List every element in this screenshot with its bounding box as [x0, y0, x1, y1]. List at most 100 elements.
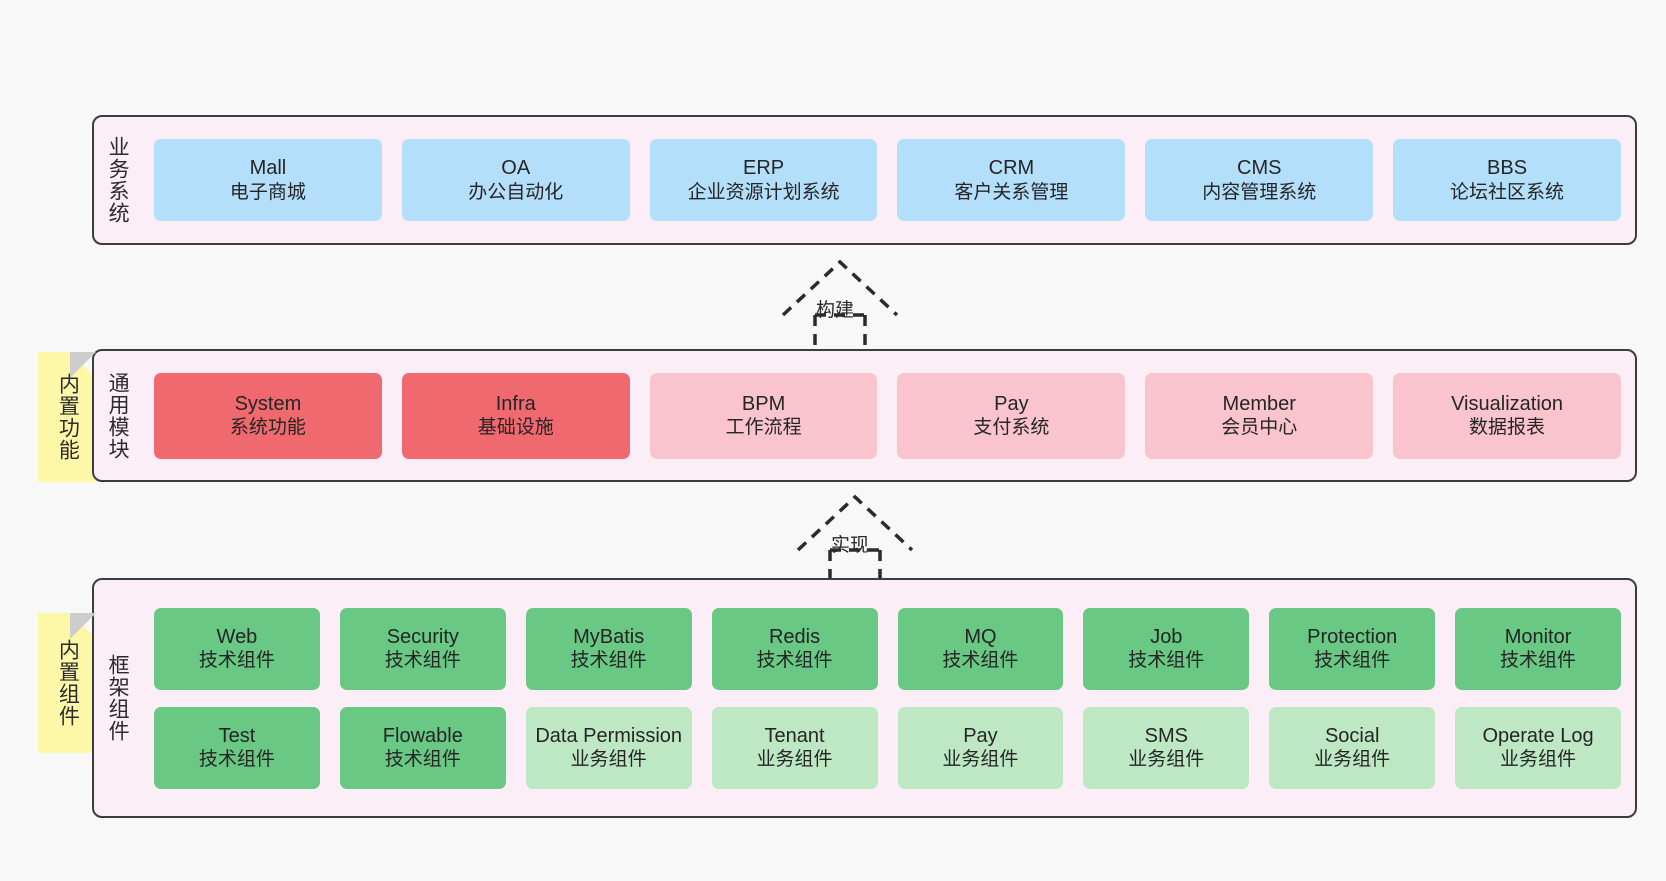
sticky-note-builtin-components: 内置组件: [38, 613, 96, 753]
node-title: Infra: [495, 392, 536, 415]
node-title: BPM: [741, 392, 786, 415]
node-subtitle: 技术组件: [198, 650, 275, 672]
node-subtitle: 支付系统: [973, 417, 1050, 439]
sticky-note-builtin-features-text: 内置功能: [56, 373, 80, 461]
node-title: Job: [1150, 625, 1183, 648]
node-title: CMS: [1237, 157, 1282, 180]
node-title: MyBatis: [573, 625, 645, 648]
node-subtitle: 论坛社区系统: [1450, 181, 1565, 203]
node-title: Member: [1222, 392, 1296, 415]
connector-build: 构建: [775, 257, 905, 352]
node-subtitle: 办公自动化: [468, 181, 564, 203]
node-title: ERP: [743, 157, 785, 180]
layer-business-label: 业务系统: [106, 136, 130, 224]
node-title: Mall: [249, 157, 287, 180]
node-subtitle: 业务组件: [942, 749, 1019, 771]
node-title: Redis: [768, 625, 821, 648]
layer-modules-label: 通用模块: [106, 371, 130, 460]
connector-implement: 实现: [790, 492, 920, 587]
node-subtitle: 业务组件: [1500, 749, 1577, 771]
node-subtitle: 基础设施: [477, 417, 554, 439]
node-title: Tenant: [764, 724, 825, 747]
node-title: Pay: [963, 724, 998, 747]
arrowhead-open-up: [796, 494, 914, 552]
node-subtitle: 工作流程: [725, 417, 802, 439]
node-title: Pay: [994, 392, 1029, 415]
node-subtitle: 电子商城: [229, 181, 306, 203]
node-title: BBS: [1487, 157, 1528, 180]
node-subtitle: 技术组件: [384, 749, 461, 771]
node-subtitle: 技术组件: [756, 650, 833, 672]
node-title: Data Permission: [535, 724, 683, 747]
node-title: Monitor: [1504, 625, 1572, 648]
node-title: Security: [386, 625, 459, 648]
sticky-note-builtin-components-text: 内置组件: [56, 639, 80, 727]
node-subtitle: 业务组件: [756, 749, 833, 771]
node-subtitle: 内容管理系统: [1202, 181, 1317, 203]
node-title: OA: [501, 157, 531, 180]
node-title: Social: [1324, 724, 1380, 747]
arrowhead-open-up: [781, 259, 899, 317]
node-title: CRM: [988, 157, 1035, 180]
node-title: SMS: [1144, 724, 1188, 747]
node-title: Web: [216, 625, 258, 648]
node-subtitle: 业务组件: [1314, 749, 1391, 771]
node-subtitle: 会员中心: [1221, 417, 1298, 439]
node-subtitle: 技术组件: [1128, 650, 1205, 672]
node-title: Flowable: [382, 724, 463, 747]
node-subtitle: 系统功能: [229, 417, 306, 439]
node-subtitle: 客户关系管理: [954, 181, 1069, 203]
node-subtitle: 业务组件: [1128, 749, 1205, 771]
node-title: Visualization: [1451, 392, 1564, 415]
connector-implement-label: 实现: [831, 535, 870, 556]
node-subtitle: 技术组件: [1314, 650, 1391, 672]
node-subtitle: 技术组件: [942, 650, 1019, 672]
node-subtitle: 业务组件: [570, 749, 647, 771]
node-title: Test: [218, 724, 256, 747]
node-title: Operate Log: [1482, 724, 1594, 747]
node-title: Protection: [1307, 625, 1398, 648]
sticky-note-builtin-features: 内置功能: [38, 352, 96, 482]
node-subtitle: 技术组件: [570, 650, 647, 672]
node-subtitle: 技术组件: [1500, 650, 1577, 672]
node-subtitle: 企业资源计划系统: [687, 181, 840, 203]
